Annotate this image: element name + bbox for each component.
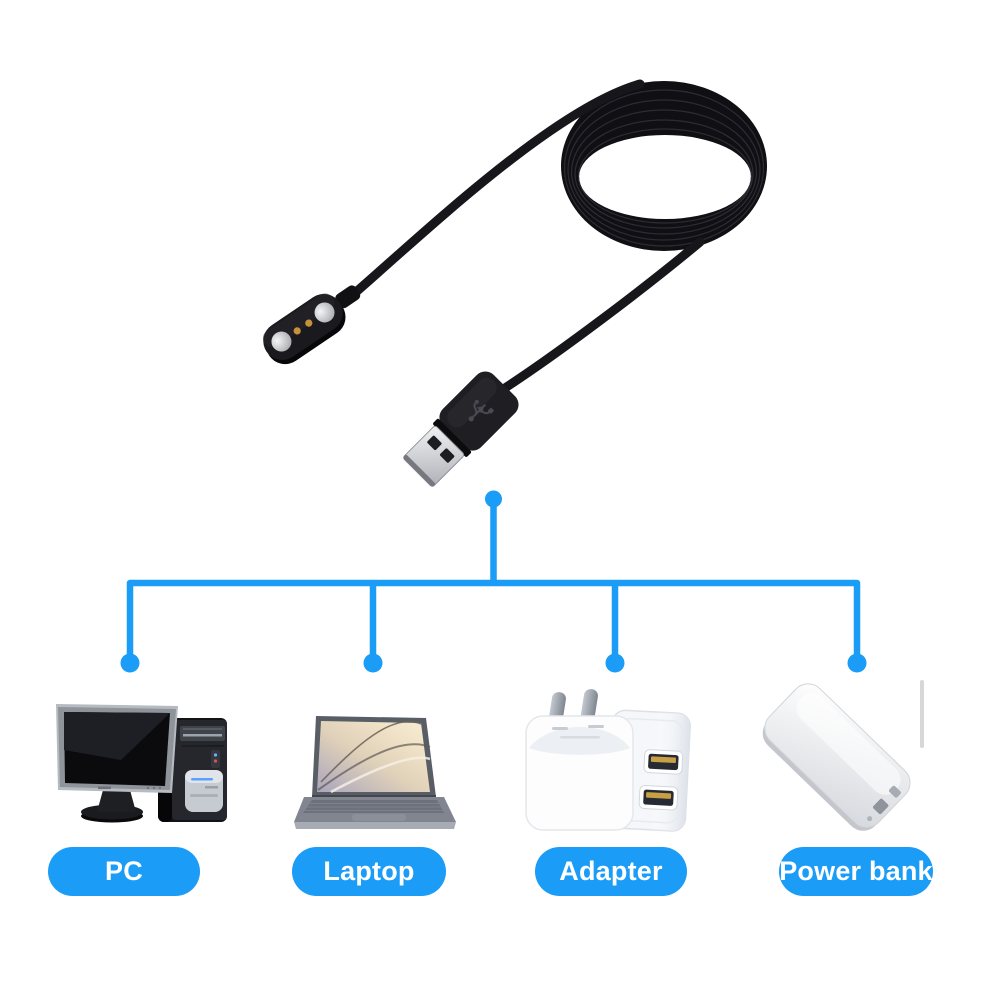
usb-port bbox=[643, 749, 684, 775]
power-bank-icon bbox=[762, 680, 924, 831]
coiled-cable bbox=[561, 81, 767, 251]
desktop-pc-icon bbox=[56, 704, 227, 823]
usb-port bbox=[638, 784, 679, 811]
adapter-label: Adapter bbox=[559, 856, 663, 886]
label-pill-pc: PC bbox=[48, 847, 200, 896]
cable-strand-to-connector bbox=[351, 79, 645, 297]
usb-a-plug bbox=[403, 371, 519, 487]
connection-tree bbox=[120, 490, 867, 673]
label-pill-laptop: Laptop bbox=[292, 847, 446, 896]
reflection-line bbox=[920, 680, 924, 748]
connector-dot bbox=[605, 653, 625, 673]
pc-label: PC bbox=[105, 856, 143, 886]
cable-strand-to-plug bbox=[500, 237, 705, 393]
connector-dot bbox=[485, 490, 502, 508]
label-pill-power-bank: Power bank bbox=[779, 847, 933, 896]
label-pill-adapter: Adapter bbox=[535, 847, 687, 896]
power-bank-label: Power bank bbox=[779, 856, 933, 886]
laptop-label: Laptop bbox=[323, 856, 415, 886]
connector-dot bbox=[363, 653, 383, 673]
usb-trident-icon bbox=[468, 399, 495, 422]
connector-dot bbox=[847, 653, 867, 673]
connector-dot bbox=[120, 653, 140, 673]
wall-adapter-icon bbox=[525, 689, 691, 832]
laptop-icon bbox=[294, 716, 456, 829]
usb-cable-image bbox=[262, 79, 767, 487]
magnetic-charging-connector bbox=[262, 285, 361, 365]
